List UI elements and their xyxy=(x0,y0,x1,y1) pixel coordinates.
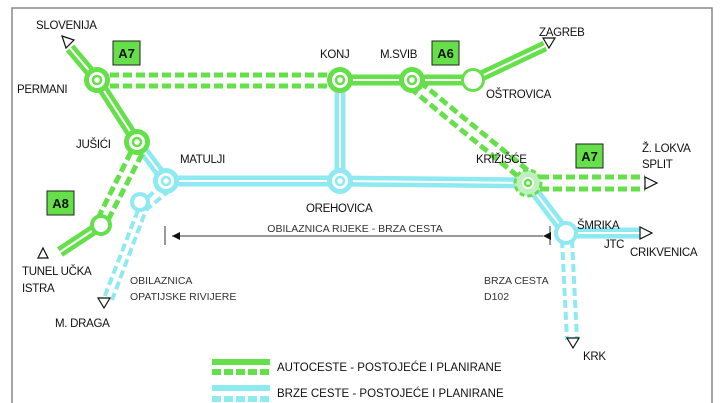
legend-expressways: BRZE CESTE - POSTOJEĆE I PLANIRANE xyxy=(277,387,504,400)
label-split: SPLIT xyxy=(642,159,673,171)
bypass-dimension: OBILAZNICA RIJEKE - BRZA CESTA xyxy=(164,223,551,245)
label-obilaznica-2: OPATIJSKE RIVIJERE xyxy=(130,291,236,303)
direction-arrow-icons xyxy=(37,35,659,350)
legend: AUTOCESTE - POSTOJEĆE I PLANIRANE BRZE C… xyxy=(212,359,504,402)
label-zagreb: ZAGREB xyxy=(539,27,585,39)
label-tunel-ucka: TUNEL UČKA xyxy=(22,265,92,278)
label-crikvenica: CRIKVENICA xyxy=(630,247,698,259)
label-istra: ISTRA xyxy=(22,283,55,295)
label-zlokva: Ž. LOKVA xyxy=(642,142,691,155)
label-d102: D102 xyxy=(484,291,509,303)
label-krk: KRK xyxy=(583,351,606,363)
badge-a7-west: A7 xyxy=(118,46,135,61)
badge-a7-east: A7 xyxy=(581,149,598,164)
legend-motorways: AUTOCESTE - POSTOJEĆE I PLANIRANE xyxy=(277,361,502,374)
motorways-planned xyxy=(94,72,645,224)
label-brza-cesta: BRZA CESTA xyxy=(484,275,549,287)
label-krizisce: KRIŽIŠĆE xyxy=(476,153,527,166)
frame xyxy=(11,7,713,403)
label-smrika: ŠMRIKA xyxy=(577,219,620,232)
label-obilaznica-1: OBILAZNICA xyxy=(130,275,192,287)
badge-a8: A8 xyxy=(52,196,69,211)
badge-a6: A6 xyxy=(437,46,454,61)
label-slovenija: SLOVENIJA xyxy=(36,20,97,32)
place-labels: SLOVENIJA PERMANI KONJ M.SVIB ZAGREB OŠT… xyxy=(17,20,698,363)
label-jtc: JTC xyxy=(604,239,624,251)
label-ostrovica: OŠTROVICA xyxy=(486,88,552,101)
label-permani: PERMANI xyxy=(17,84,67,96)
interchanges xyxy=(84,67,578,245)
label-bypass: OBILAZNICA RIJEKE - BRZA CESTA xyxy=(267,223,442,235)
road-number-badges: A7 A6 A7 A8 xyxy=(46,40,604,216)
label-konj: KONJ xyxy=(320,49,349,61)
label-matulji: MATULJI xyxy=(180,154,225,166)
label-jusici: JUŠIĆI xyxy=(76,138,111,151)
label-orehovica: OREHOVICA xyxy=(306,203,373,215)
label-mdraga: M. DRAGA xyxy=(55,318,110,330)
label-msvib: M.SVIB xyxy=(380,49,418,61)
